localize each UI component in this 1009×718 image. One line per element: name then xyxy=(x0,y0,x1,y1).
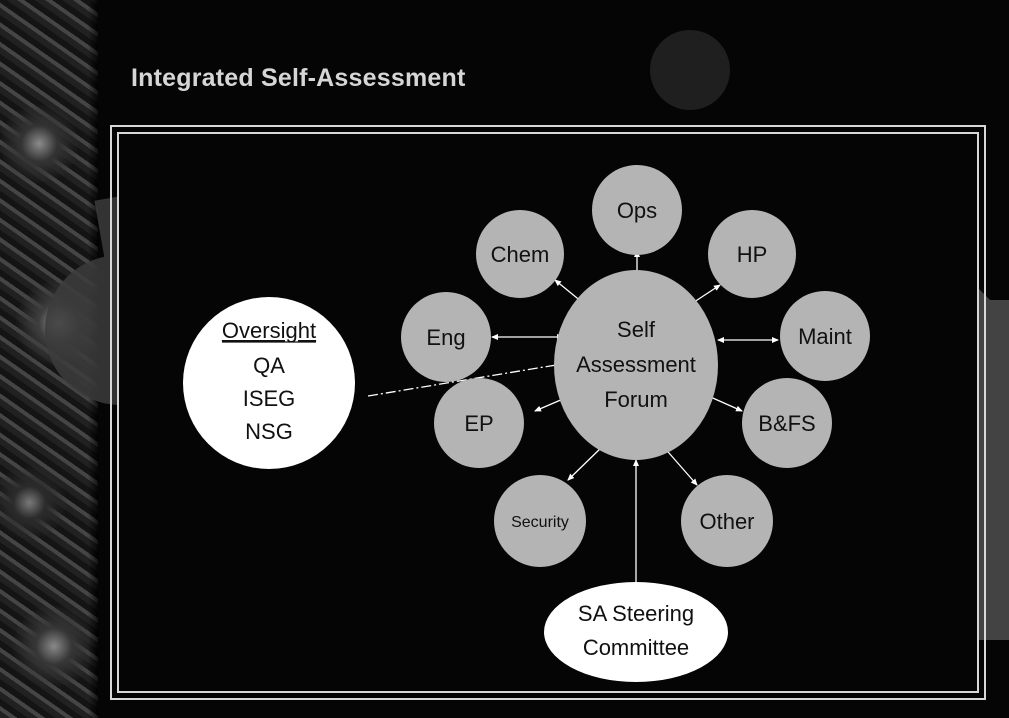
node-bfs: B&FS xyxy=(742,378,832,468)
node-eng-label: Eng xyxy=(426,325,465,350)
steering-line-2: Committee xyxy=(583,635,689,660)
node-maint: Maint xyxy=(780,291,870,381)
node-other-label: Other xyxy=(699,509,754,534)
oversight-node: Oversight QA ISEG NSG xyxy=(183,297,355,469)
node-chem-label: Chem xyxy=(491,242,550,267)
node-other: Other xyxy=(681,475,773,567)
node-security-label: Security xyxy=(511,514,569,531)
node-bfs-label: B&FS xyxy=(758,411,815,436)
node-chem: Chem xyxy=(476,210,564,298)
center-line-3: Forum xyxy=(604,387,668,412)
node-security: Security xyxy=(494,475,586,567)
oversight-item-iseg: ISEG xyxy=(243,386,296,411)
node-hp-label: HP xyxy=(737,242,768,267)
oversight-item-nsg: NSG xyxy=(245,419,293,444)
steering-committee-node: SA Steering Committee xyxy=(544,582,728,682)
oversight-heading: Oversight xyxy=(222,318,316,343)
node-ops-label: Ops xyxy=(617,198,657,223)
node-ep-label: EP xyxy=(464,411,493,436)
node-eng: Eng xyxy=(401,292,491,382)
node-hp: HP xyxy=(708,210,796,298)
connector-security xyxy=(567,444,605,481)
page-title: Integrated Self-Assessment xyxy=(131,64,466,92)
steering-line-1: SA Steering xyxy=(578,601,694,626)
center-line-2: Assessment xyxy=(576,352,696,377)
center-node: Self Assessment Forum xyxy=(554,270,718,460)
node-ep: EP xyxy=(434,378,524,468)
frame-outer xyxy=(110,125,986,700)
node-ops: Ops xyxy=(592,165,682,255)
center-line-1: Self xyxy=(617,317,656,342)
node-maint-label: Maint xyxy=(798,324,852,349)
oversight-item-qa: QA xyxy=(253,353,285,378)
connector-oversight xyxy=(367,364,557,397)
